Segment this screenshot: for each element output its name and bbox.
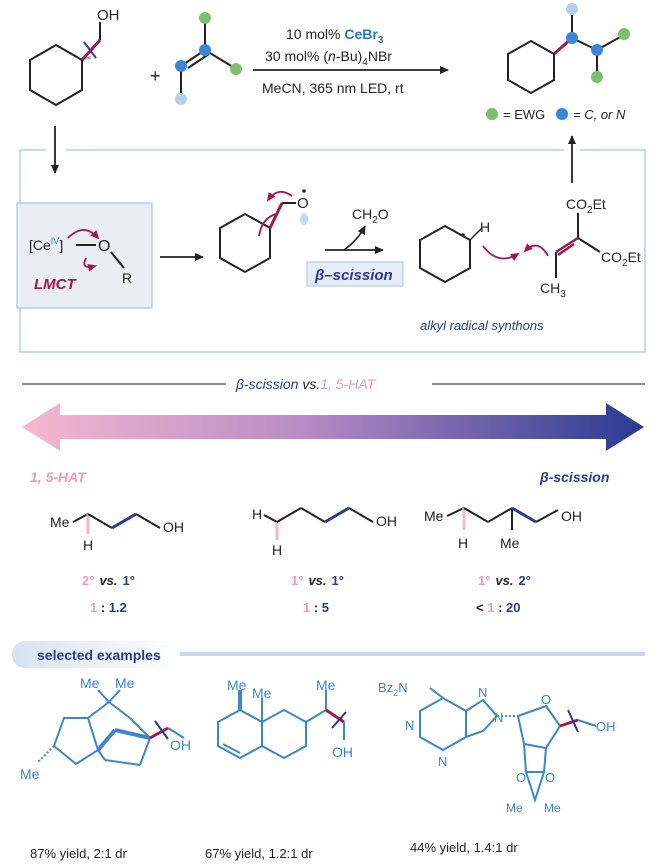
- ex3-me-2: Me: [544, 801, 561, 815]
- scissors-icon: ✂: [84, 53, 92, 63]
- example-3-structure: Bz2N N N N N O OH O O Me Me: [378, 680, 616, 815]
- ce-lmct-box: [CeIV] O R LMCT: [16, 202, 153, 309]
- reactant-oh: OH: [97, 7, 120, 24]
- example-1-structure: Me Me OH Me: [20, 675, 191, 782]
- ce-iv-label: [CeIV]: [29, 236, 63, 253]
- substituent-dot: [566, 3, 578, 15]
- ex2-oh: OH: [332, 744, 353, 760]
- mol1-oh: OH: [163, 519, 184, 535]
- ex1-me-1: Me: [80, 675, 100, 691]
- mol3-degrees: 1°vs.2°: [478, 573, 531, 588]
- ex3-n1: N: [405, 718, 414, 733]
- example-2-yield: 67% yield, 1.2:1 dr: [205, 846, 313, 861]
- mol2-h-top: H: [252, 506, 262, 522]
- c-or-n-dot: [566, 32, 578, 44]
- mol3-h: H: [458, 535, 468, 551]
- alkyl-radical-synthons: alkyl radical synthons: [420, 318, 544, 333]
- radical-h-label: H: [480, 219, 490, 235]
- ex2-me-3: Me: [316, 677, 336, 693]
- beta-scission-box: [306, 261, 404, 287]
- ex3-oh: OH: [596, 719, 616, 734]
- mol1-ratio: 1 : 1.2: [90, 600, 127, 615]
- plus-sign: +: [150, 66, 161, 86]
- legend-c-or-n: = C, or N: [573, 107, 626, 122]
- selected-examples-header: selected examples: [12, 641, 645, 668]
- legend-ewg: = EWG: [503, 107, 545, 122]
- selectivity-header: β-scission vs.1, 5-HAT: [22, 376, 645, 392]
- legend-ewg-dot: [486, 108, 498, 120]
- selectivity-title: β-scission vs.1, 5-HAT: [235, 376, 377, 392]
- legend: = EWG = C, or N: [486, 107, 626, 122]
- mol3-me: Me: [424, 508, 444, 524]
- alkyl-radical: H: [419, 219, 549, 284]
- mol3-me2: Me: [500, 535, 520, 551]
- ex3-n9: N: [494, 710, 503, 725]
- ex1-me-2: Me: [115, 675, 135, 691]
- co2et-top: CO2Et: [566, 196, 606, 216]
- alkylidene-malonate: CO2Et CO2Et CH3: [540, 196, 641, 300]
- c-or-n-dot: [175, 60, 187, 72]
- ex3-bz2n: Bz2N: [378, 680, 408, 698]
- c-or-n-dot: [199, 44, 211, 56]
- ex2-me-2: Me: [252, 685, 272, 701]
- r-label: R: [122, 270, 132, 286]
- example-3-yield: 44% yield, 1.4:1 dr: [410, 840, 518, 855]
- ex1-me-3: Me: [20, 766, 40, 782]
- lmct-label: LMCT: [34, 276, 77, 293]
- beta-label: β-scission: [539, 469, 609, 485]
- example-2-structure: Me Me Me OH: [217, 677, 353, 760]
- condition-catalyst: 10 mol% CeBr3: [286, 26, 384, 46]
- ex3-o-right: O: [545, 770, 555, 785]
- ex3-n7: N: [478, 685, 487, 700]
- mol3-oh: OH: [561, 508, 582, 524]
- formaldehyde-label: CH2O: [352, 206, 389, 226]
- ewg-dot: [199, 12, 211, 24]
- selected-examples-title: selected examples: [37, 647, 161, 663]
- c-or-n-dot: [591, 44, 603, 56]
- bond-cleavage-mark: [83, 41, 97, 59]
- mol2-ratio: 1 : 5: [303, 600, 329, 615]
- ex3-o-left: O: [516, 770, 526, 785]
- selectivity-molecule-1: Me OH H 2°vs.1° 1 : 1.2: [50, 512, 184, 615]
- ex1-oh: OH: [170, 737, 191, 753]
- ex3-me-1: Me: [506, 801, 523, 815]
- reaction-conditions: 10 mol% CeBr3 30 mol% (n-Bu)4NBr MeCN, 3…: [253, 26, 449, 96]
- ex3-ring-o: O: [541, 692, 551, 707]
- ex3-n3: N: [438, 754, 447, 769]
- selectivity-molecule-2: H OH H 1°vs.1° 1 : 5: [252, 506, 397, 615]
- mol1-h: H: [83, 537, 93, 553]
- beta-scission-label: β–scission: [314, 267, 393, 284]
- selectivity-gradient-arrow: [22, 403, 644, 451]
- alkoxy-radical: O: [219, 189, 309, 274]
- example-1-yield: 87% yield, 2:1 dr: [30, 846, 128, 861]
- mol3-ratio: < 1 : 20: [476, 600, 520, 615]
- ewg-dot: [230, 63, 242, 75]
- beta-scission-step: CH2O β–scission: [306, 206, 404, 287]
- ex2-me-1: Me: [227, 677, 247, 693]
- condition-additive: 30 mol% (n-Bu)4NBr: [265, 48, 392, 68]
- reactant-alkene: [175, 12, 242, 105]
- mol2-oh: OH: [376, 513, 397, 529]
- reactant-cyclohexylmethanol: ✂ OH: [29, 7, 120, 107]
- ch3-label: CH3: [540, 280, 566, 300]
- substituent-dot: [175, 93, 187, 105]
- o-radical-label: O: [297, 195, 309, 212]
- mol1-degrees: 2°vs.1°: [82, 573, 135, 588]
- co2et-right: CO2Et: [601, 249, 641, 269]
- product: [507, 3, 630, 95]
- legend-cn-dot: [556, 108, 568, 120]
- hat-label: 1, 5-HAT: [30, 469, 87, 485]
- ewg-dot: [591, 71, 603, 83]
- mol2-h-bottom: H: [272, 542, 282, 558]
- selectivity-molecule-3: Me OH H Me 1°vs.2° < 1 : 20: [424, 506, 582, 615]
- o-label: O: [98, 238, 110, 255]
- condition-solvent: MeCN, 365 nm LED, rt: [262, 80, 404, 96]
- ewg-dot: [618, 28, 630, 40]
- mol1-me: Me: [50, 514, 70, 530]
- mol2-degrees: 1°vs.1°: [291, 573, 344, 588]
